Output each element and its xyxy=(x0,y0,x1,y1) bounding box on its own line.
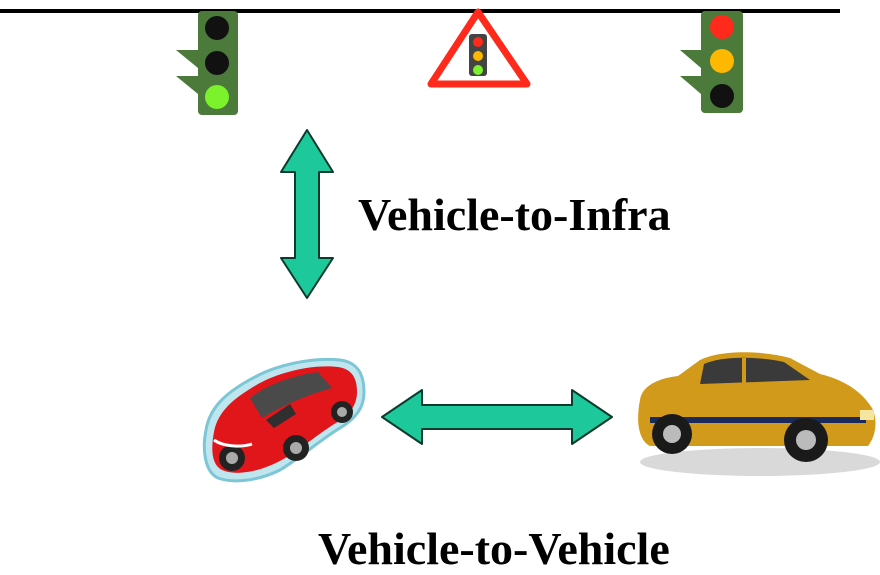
vehicle-to-vehicle-label: Vehicle-to-Vehicle xyxy=(318,523,670,574)
gold-car-icon xyxy=(638,352,880,476)
v2v-double-arrow xyxy=(381,389,613,445)
traffic-light-red-amber-icon xyxy=(680,11,743,113)
red-car-icon xyxy=(202,357,366,483)
traffic-light-green-icon xyxy=(176,11,238,115)
traffic-warning-sign-icon xyxy=(427,8,531,88)
vehicle-to-infra-label: Vehicle-to-Infra xyxy=(358,189,671,240)
v2i-double-arrow xyxy=(280,129,334,299)
